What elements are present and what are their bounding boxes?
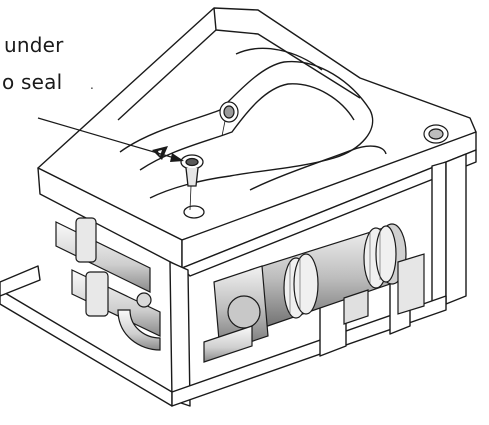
- jet-fitting-corner: [423, 124, 449, 144]
- frame-post-front: [169, 261, 191, 407]
- pump-impeller-housing: [227, 295, 261, 329]
- frame-skid-left: [0, 265, 41, 297]
- support-frame: [0, 149, 477, 407]
- valve-knob: [136, 292, 152, 308]
- shell-ridge: [235, 47, 323, 71]
- callout-arrow: [37, 117, 184, 162]
- spa-shell: [37, 7, 477, 269]
- pump-mount-block: [343, 289, 369, 325]
- union-fitting-lower: [85, 271, 109, 317]
- pump-assembly: [203, 223, 425, 363]
- shell-rim-line: [213, 7, 361, 99]
- pump-bracket-right: [397, 253, 425, 315]
- frame-end-panel: [445, 153, 467, 305]
- drain-fitting: [180, 154, 205, 219]
- union-fitting-upper: [75, 217, 97, 263]
- pipe-elbow: [117, 309, 161, 351]
- plumbing-manifold: [55, 217, 161, 351]
- callout-text-line-2: o seal: [2, 70, 63, 94]
- pipe-discharge: [203, 325, 253, 363]
- shell-inner-contour: [139, 83, 355, 171]
- shell-rim-line-2: [117, 29, 217, 121]
- pump-ring-left: [283, 253, 319, 319]
- shell-lumbar-line: [249, 145, 387, 191]
- jet-fitting-upper: [219, 101, 239, 137]
- ring-knurling: [289, 228, 381, 314]
- warning-triangle-icon: [152, 146, 168, 160]
- callout-text-line-1: under: [4, 33, 64, 57]
- frame-post-right: [431, 161, 447, 307]
- frame-skid-right: [171, 295, 447, 407]
- stray-mark: .: [90, 78, 94, 92]
